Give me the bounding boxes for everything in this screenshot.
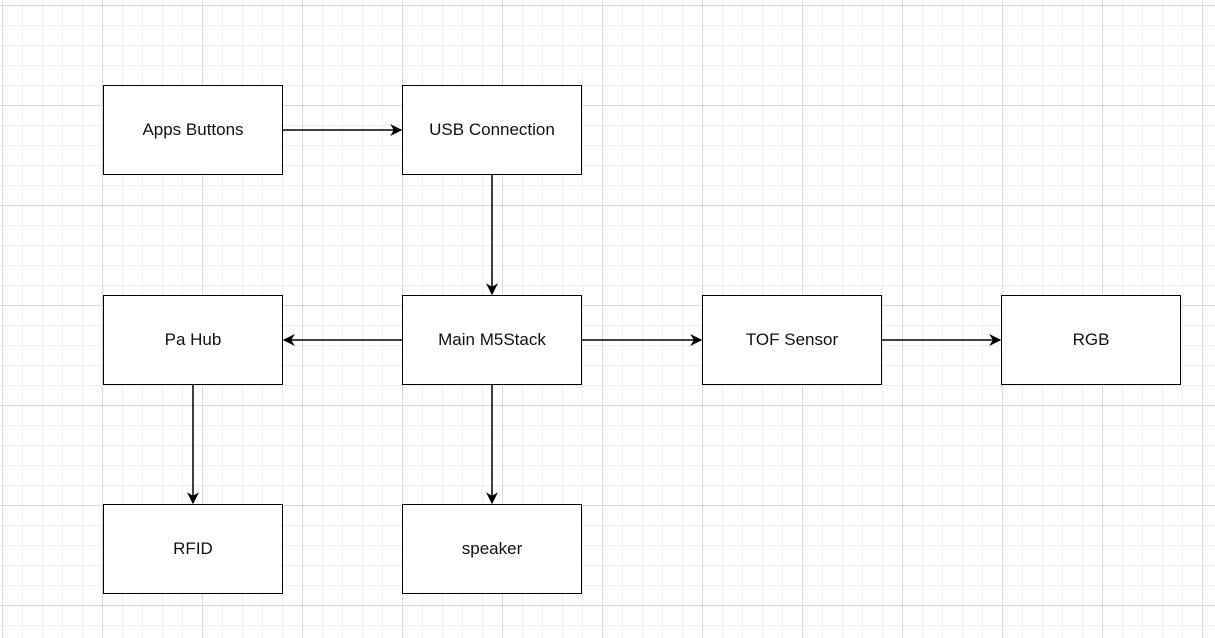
node-label: Apps Buttons	[142, 120, 244, 139]
node-label: speaker	[461, 539, 523, 558]
node-label: RGB	[1072, 330, 1110, 349]
node-label: RFID	[173, 539, 213, 558]
node-tof-sensor[interactable]: TOF Sensor	[702, 295, 882, 385]
node-label: TOF Sensor	[745, 330, 839, 349]
node-label: Pa Hub	[164, 330, 222, 349]
node-usb-connection[interactable]: USB Connection	[402, 85, 582, 175]
node-label: USB Connection	[429, 120, 555, 139]
node-apps-buttons[interactable]: Apps Buttons	[103, 85, 283, 175]
node-label: Main M5Stack	[438, 330, 546, 349]
node-pa-hub[interactable]: Pa Hub	[103, 295, 283, 385]
node-speaker[interactable]: speaker	[402, 504, 582, 594]
node-rfid[interactable]: RFID	[103, 504, 283, 594]
node-main-m5stack[interactable]: Main M5Stack	[402, 295, 582, 385]
node-rgb[interactable]: RGB	[1001, 295, 1181, 385]
